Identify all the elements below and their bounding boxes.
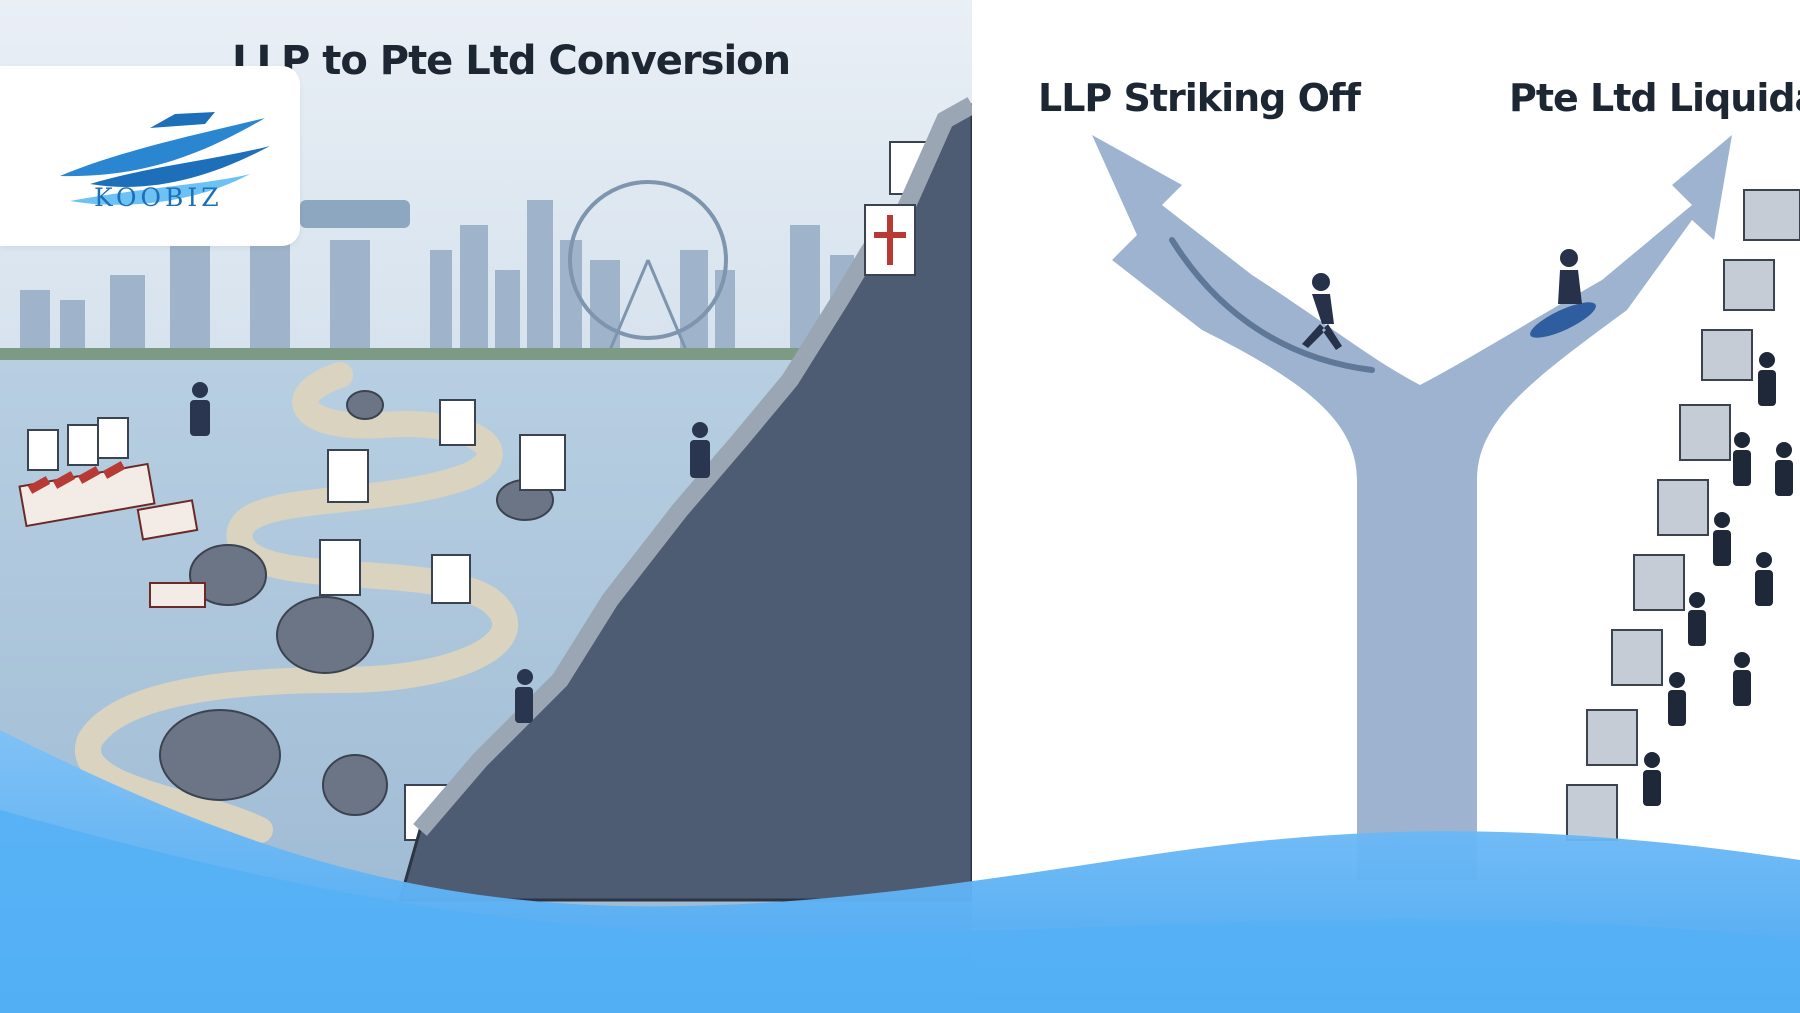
climbing-figures [190,382,710,723]
brand-name: KOOBIZ [94,183,223,212]
running-figure [1302,273,1342,350]
cliff-ledge [413,97,972,836]
striking-off-title: LLP Striking Off [1038,76,1361,120]
fork-scene-art [1092,135,1800,880]
ship-logo-icon [60,112,270,205]
waiting-people [1643,352,1793,806]
ferris-wheel [568,180,728,340]
surfing-figure [1530,249,1596,338]
conversion-title: LLP to Pte Ltd Conversion [232,38,791,84]
exit-options-illustration: LLP Striking Off Pte Ltd Liquidat [972,0,1800,1013]
brand-logo[interactable] [0,66,300,246]
fork-arrow [1092,135,1732,880]
shoreline [0,348,972,362]
liquidation-title: Pte Ltd Liquidat [1509,76,1800,120]
